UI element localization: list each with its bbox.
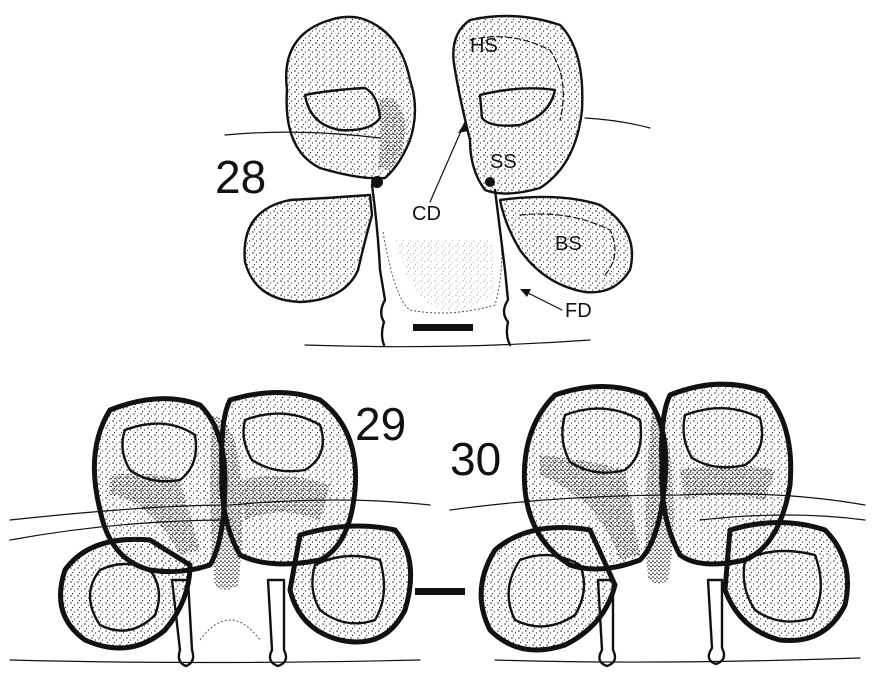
epigastric-fold-line <box>305 340 590 347</box>
label-ss: SS <box>490 151 517 173</box>
scale-bar-29-30 <box>415 588 465 595</box>
right-fertilization-duct-29 <box>268 580 286 666</box>
duct-junction-dot <box>485 177 495 187</box>
label-cd: CD <box>412 203 441 225</box>
median-plate-29 <box>200 620 260 640</box>
label-fd: FD <box>565 300 592 322</box>
figure-number-29: 29 <box>355 398 406 450</box>
body-wall-line <box>585 118 650 128</box>
base-chamber <box>245 195 372 302</box>
fertilization-duct <box>372 185 385 345</box>
label-bs: BS <box>555 233 582 255</box>
epigastric-fold-line <box>10 660 420 663</box>
label-hs: HS <box>470 35 498 57</box>
figure-number-28: 28 <box>215 151 266 203</box>
left-spermatheca-28 <box>245 17 415 345</box>
leader-cd <box>430 122 465 202</box>
scale-bar-28 <box>413 324 473 331</box>
figure-29: 29 <box>10 393 430 667</box>
figure-number-30: 30 <box>450 433 501 485</box>
epigastric-fold-line <box>495 658 860 662</box>
figure-30: 30 <box>450 384 865 666</box>
right-fertilization-duct-30 <box>708 580 724 664</box>
leader-fd-arrow <box>520 289 531 297</box>
figure-28: 28 HS SS CD BS FD <box>215 16 650 347</box>
median-plate-stipple <box>395 240 495 310</box>
right-inner-dense-30 <box>680 465 775 500</box>
